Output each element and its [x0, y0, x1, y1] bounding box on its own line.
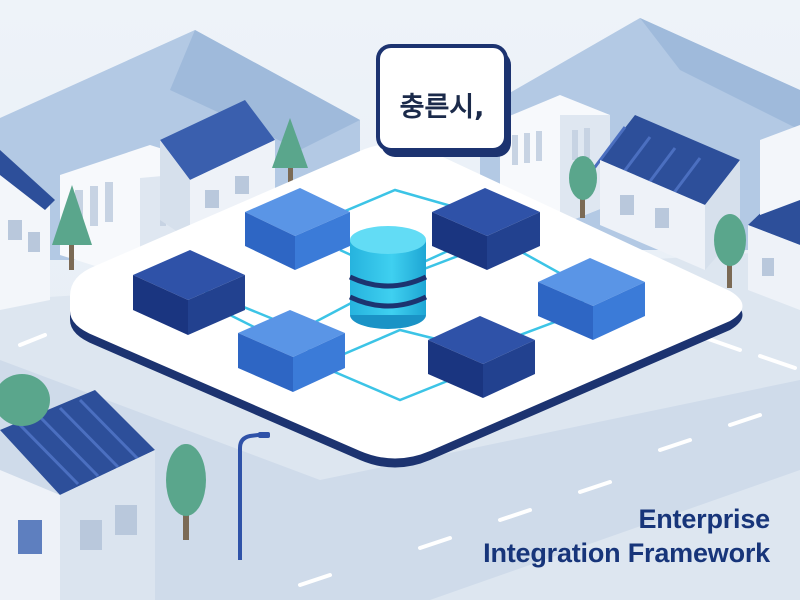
house-left-back	[160, 100, 275, 240]
tree-icon	[714, 214, 746, 288]
database-icon	[348, 226, 428, 329]
house-right	[590, 115, 740, 270]
module-block-icon	[538, 258, 645, 340]
headline-line2: Integration Framework	[483, 538, 770, 568]
module-block-icon	[432, 188, 540, 270]
tree-icon	[0, 374, 50, 426]
house-left	[0, 150, 55, 310]
tree-icon	[166, 444, 206, 540]
headline-line1: Enterprise	[638, 504, 770, 534]
tree-icon	[52, 185, 92, 270]
module-block-icon	[245, 188, 350, 270]
tree-icon	[569, 156, 597, 218]
house-far-right	[748, 125, 800, 310]
module-block-icon	[428, 316, 535, 398]
signboard-icon	[376, 44, 511, 157]
module-block-icon	[133, 250, 245, 335]
tree-icon	[272, 118, 308, 185]
headline: Enterprise Integration Framework	[483, 502, 770, 570]
street-lamp-icon	[238, 432, 270, 560]
module-block-icon	[238, 310, 345, 392]
sign-text: 충른시,	[400, 92, 485, 123]
